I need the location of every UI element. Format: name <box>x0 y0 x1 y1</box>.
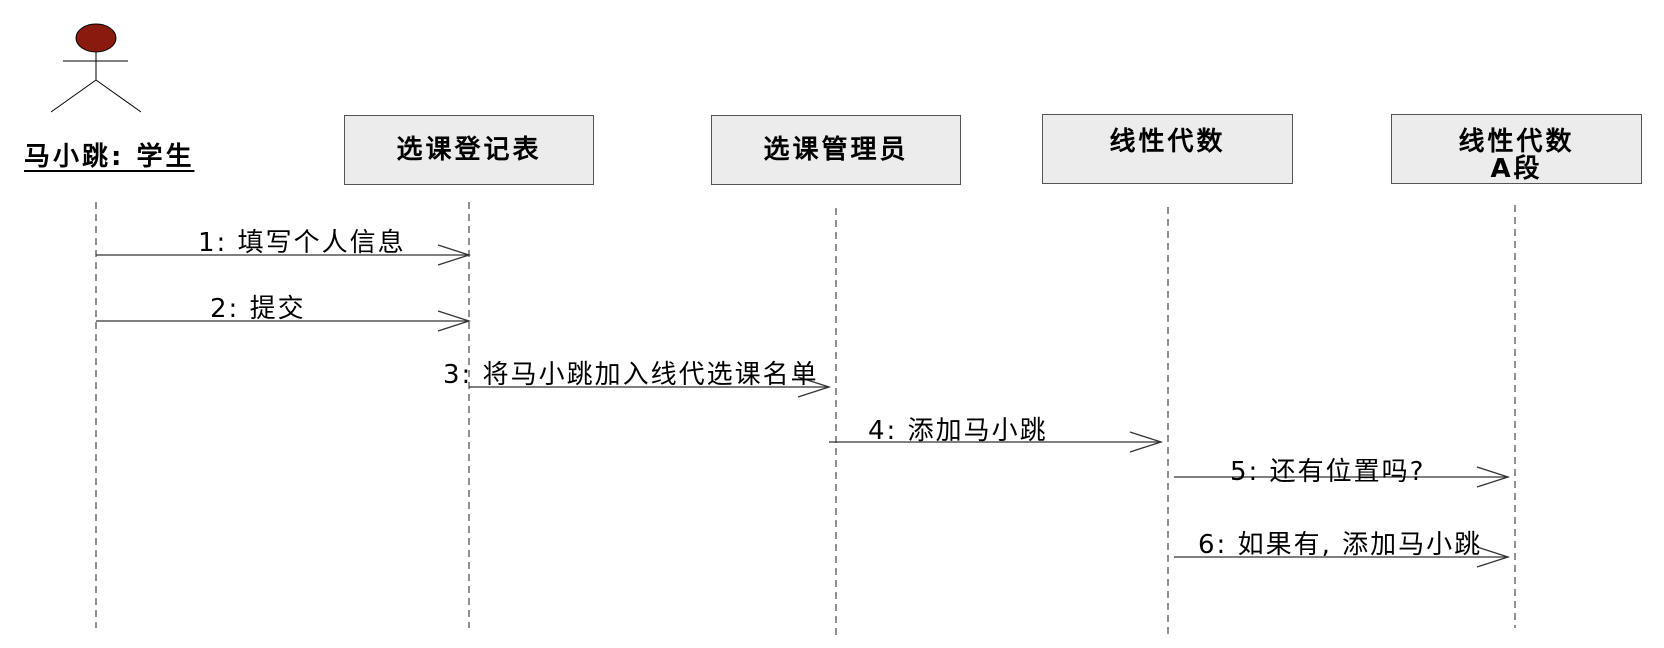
message-label-1: 1: 填写个人信息 <box>198 228 406 258</box>
actor-right-leg <box>95 79 142 113</box>
participant-box-p4: 线性代数 A段 <box>1391 114 1642 184</box>
participant-box-p2: 选课管理员 <box>711 115 961 185</box>
participant-label-p3: 线性代数 <box>1109 127 1226 157</box>
participant-label-p2: 选课管理员 <box>763 134 909 165</box>
message-label-3: 3: 将马小跳加入线代选课名单 <box>443 360 819 390</box>
message-label-5: 5: 还有位置吗? <box>1230 457 1426 487</box>
message-label-6: 6: 如果有, 添加马小跳 <box>1198 530 1483 560</box>
participant-label-p4-line1: 线性代数 <box>1458 127 1575 157</box>
actor-head <box>75 23 117 53</box>
participant-box-p1: 选课登记表 <box>344 115 594 185</box>
message-label-2: 2: 提交 <box>210 294 306 324</box>
actor-label: 马小跳: 学生 <box>24 142 195 172</box>
participant-box-p3: 线性代数 <box>1042 114 1293 184</box>
message-label-4: 4: 添加马小跳 <box>868 416 1048 446</box>
participant-label-p4-line2: A段 <box>1490 154 1543 184</box>
actor-left-leg <box>50 79 97 113</box>
participant-label-p1: 选课登记表 <box>396 134 542 165</box>
